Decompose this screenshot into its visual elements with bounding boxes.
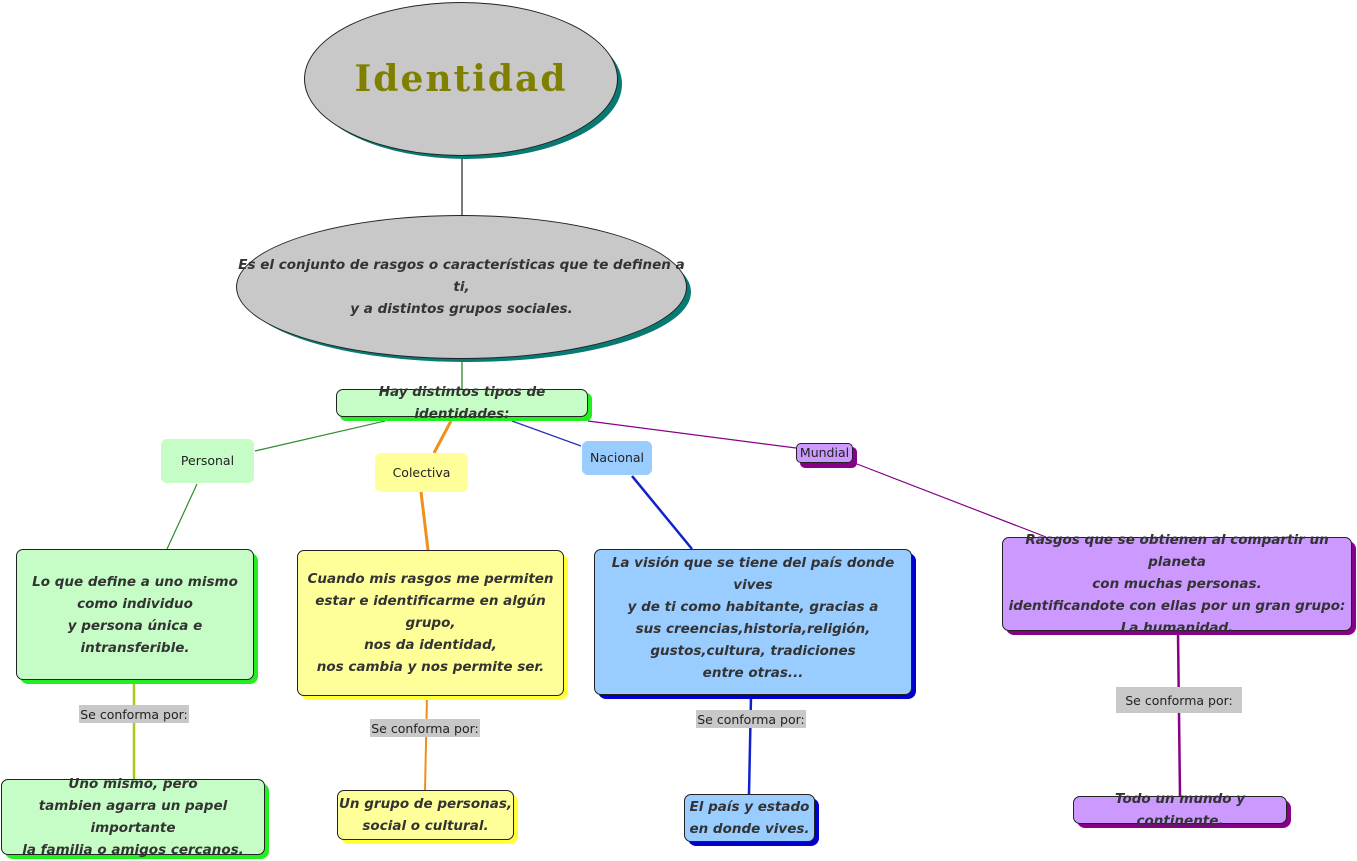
nacional-description: La visión que se tiene del país donde vi… <box>594 549 912 695</box>
line-types-personal <box>254 420 386 452</box>
line-types-colectiva <box>432 420 453 454</box>
category-personal: Personal <box>161 439 254 483</box>
definition-ellipse <box>236 215 687 359</box>
line-personal-description <box>166 483 198 550</box>
line-mundial-example <box>1176 632 1182 797</box>
line-types-mundial <box>587 420 797 449</box>
personal-example: Uno mismo, pero tambien agarra un papel … <box>1 776 265 858</box>
mundial-connector-label: Se conforma por: <box>1116 687 1242 713</box>
line-colectiva-example <box>424 696 428 791</box>
line-mundial-description <box>856 463 1047 538</box>
category-nacional: Nacional <box>582 441 652 475</box>
title-ellipse <box>304 2 618 156</box>
colectiva-example: Un grupo de personas, social o cultural. <box>337 790 514 840</box>
line-nacional-description <box>631 475 693 550</box>
mundial-example: Todo un mundo y continente. <box>1073 791 1287 829</box>
colectiva-description: Cuando mis rasgos me permiten estar e id… <box>297 550 564 696</box>
types-header: Hay distintos tipos de identidades: <box>336 384 588 422</box>
colectiva-connector-label: Se conforma por: <box>370 719 480 737</box>
personal-connector-label: Se conforma por: <box>79 705 189 723</box>
category-mundial: Mundial <box>796 443 853 463</box>
nacional-connector-label: Se conforma por: <box>696 710 806 728</box>
nacional-example: El país y estado en donde vives. <box>684 794 815 842</box>
personal-description: Lo que define a uno mismo como individuo… <box>16 549 254 680</box>
category-colectiva: Colectiva <box>375 453 468 492</box>
mundial-description: Rasgos que se obtienen al compartir un p… <box>1002 532 1352 636</box>
line-types-nacional <box>511 420 582 447</box>
page-title: Identidad <box>354 58 568 100</box>
line-colectiva-description <box>419 491 430 551</box>
definition-text: Es el conjunto de rasgos o característic… <box>238 257 685 317</box>
